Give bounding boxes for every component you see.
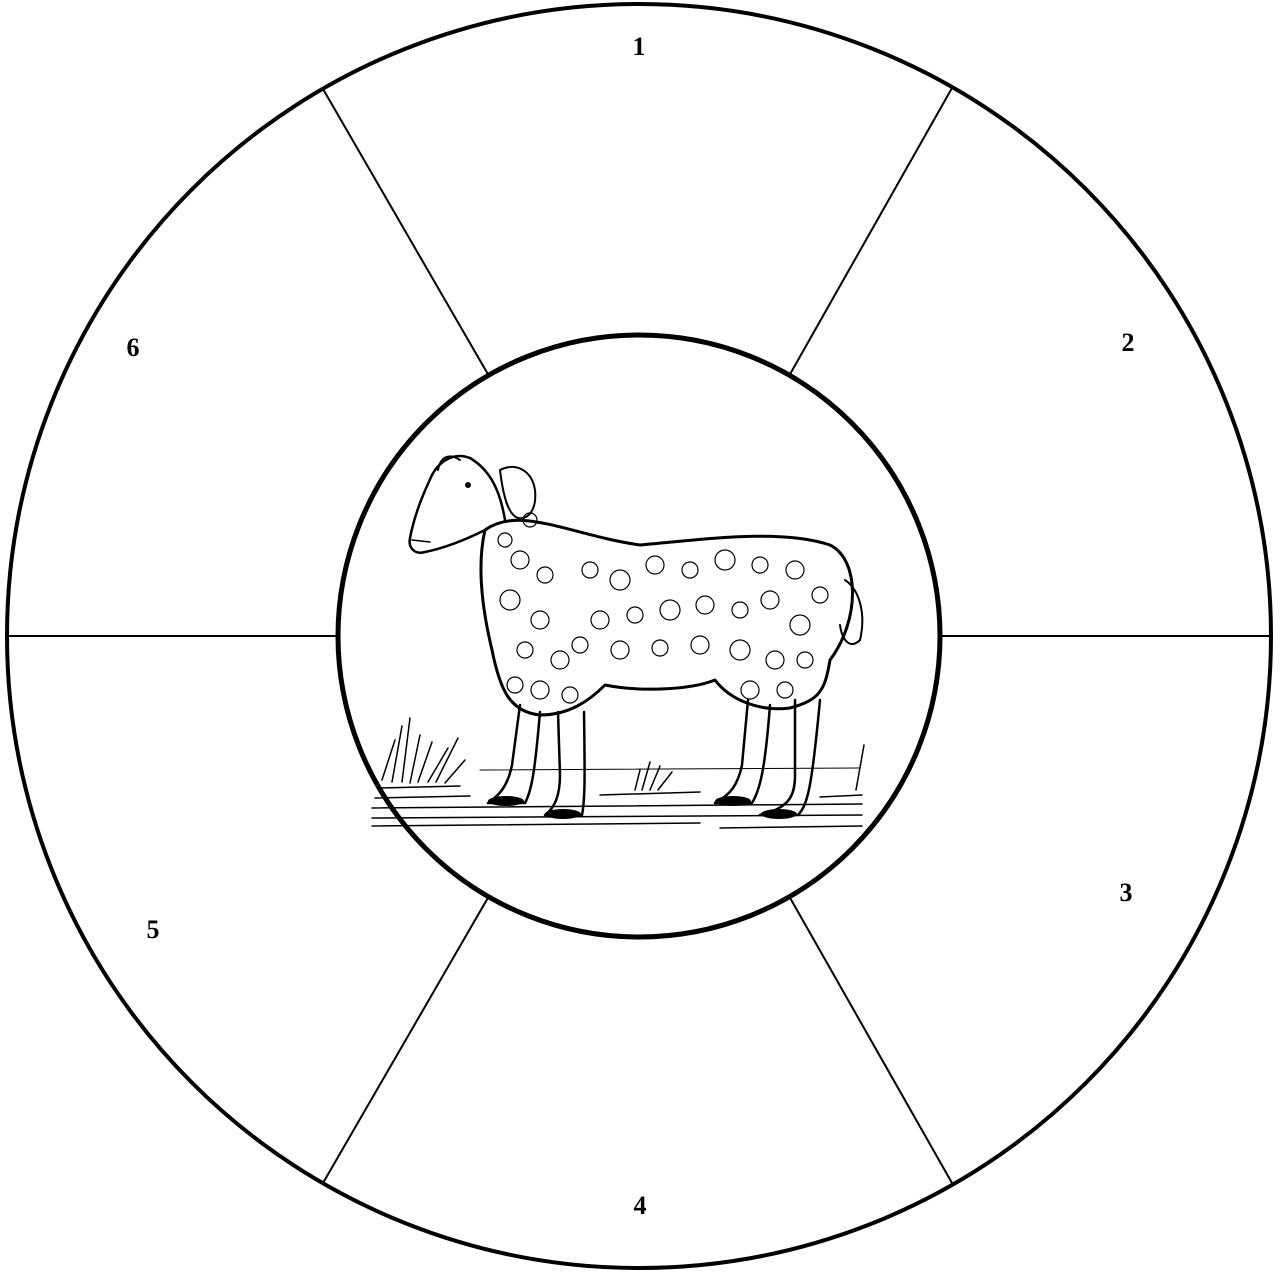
sheep-eye — [466, 483, 471, 488]
divider-line — [789, 88, 952, 376]
segment-label-1: 1 — [633, 34, 646, 60]
sheep-ear — [500, 467, 535, 518]
inner-circle — [338, 335, 940, 937]
divider-line — [789, 896, 952, 1183]
segment-dividers — [7, 88, 1271, 1183]
segment-label-2: 2 — [1122, 330, 1135, 356]
sheep-body — [481, 520, 853, 715]
grass-tufts — [382, 718, 864, 790]
sheep-legs — [488, 700, 820, 815]
divider-line — [323, 896, 489, 1183]
ground-lines — [372, 768, 862, 828]
divider-line — [323, 89, 489, 376]
sheep-mouth — [412, 540, 430, 542]
segment-label-3: 3 — [1120, 880, 1133, 906]
segment-label-5: 5 — [147, 917, 160, 943]
segment-label-6: 6 — [127, 335, 140, 361]
segment-label-4: 4 — [634, 1193, 647, 1219]
sheep-head — [410, 456, 505, 553]
sheep-illustration — [372, 456, 864, 828]
